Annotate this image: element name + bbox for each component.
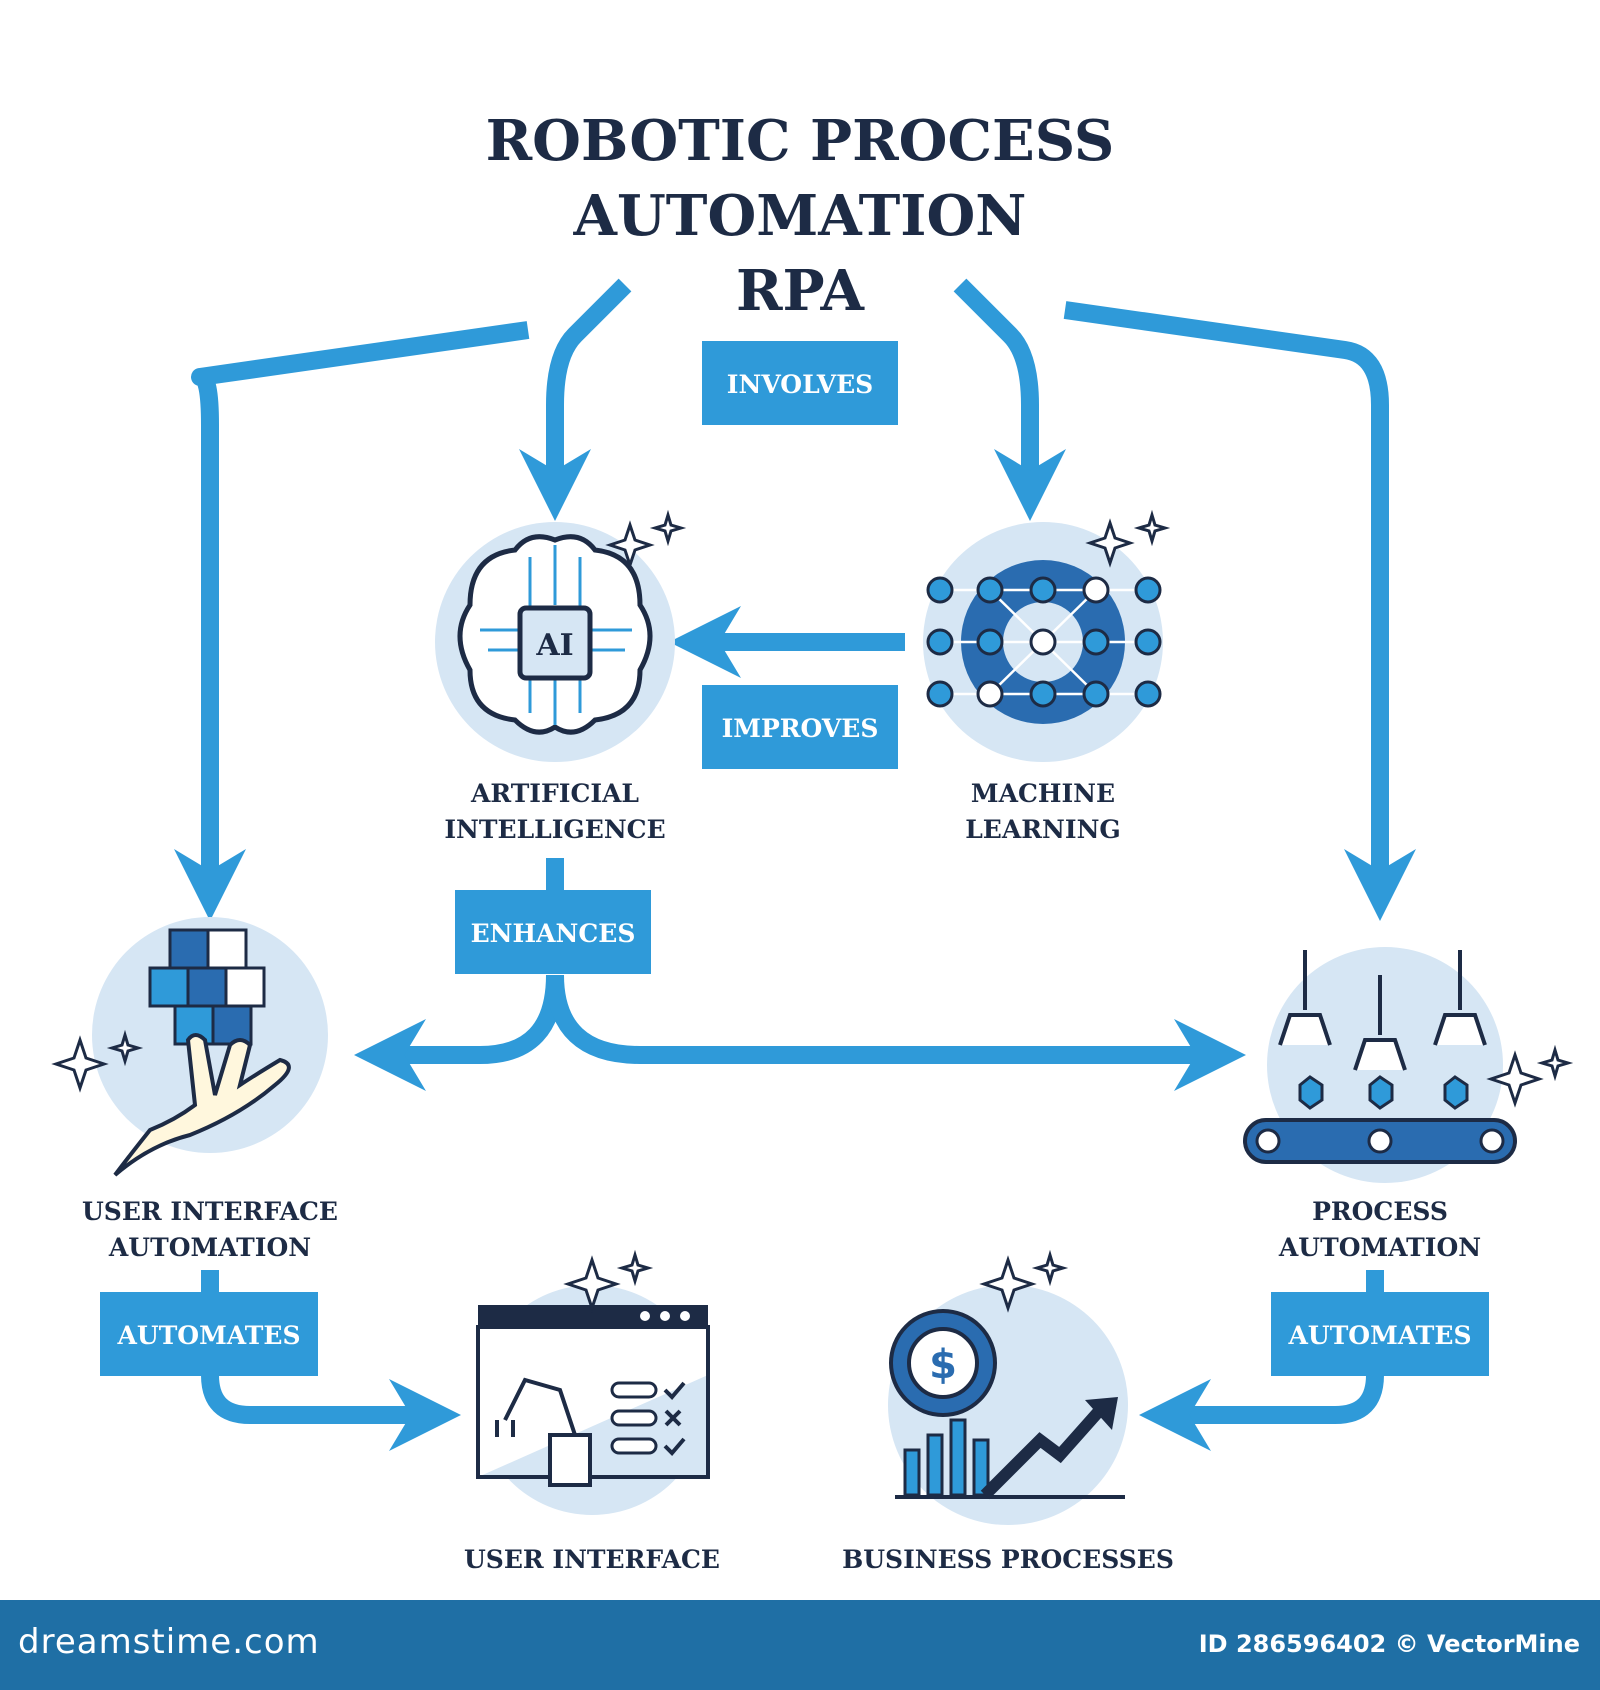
arrow-automates-to-user-interface bbox=[201, 1374, 461, 1451]
diagram-title: ROBOTIC PROCESS AUTOMATION RPA bbox=[486, 108, 1115, 324]
sparkle-icon bbox=[616, 1249, 654, 1287]
footer-brand[interactable]: dreamstime.com bbox=[18, 1622, 320, 1662]
relation-improves: IMPROVES bbox=[702, 685, 898, 769]
user-interface-label: USER INTERFACE bbox=[464, 1545, 720, 1574]
sparkle-icon bbox=[1133, 509, 1171, 547]
ai-chip-text: AI bbox=[535, 628, 573, 663]
ml-label-line-2: LEARNING bbox=[965, 815, 1121, 844]
arrow-enhances-to-process-automation bbox=[546, 974, 1246, 1091]
title-line-2: AUTOMATION bbox=[573, 183, 1027, 249]
automates-left-box bbox=[100, 1292, 318, 1376]
sparkle-icon bbox=[605, 520, 655, 570]
node-artificial-intelligence: AI ARTIFICIAL INTELLIGENCE bbox=[435, 509, 687, 844]
ui-automation-label-line-2: AUTOMATION bbox=[108, 1233, 311, 1262]
involves-box bbox=[702, 341, 898, 425]
process-automation-label-line-1: PROCESS bbox=[1312, 1197, 1448, 1226]
node-machine-learning: MACHINE LEARNING bbox=[923, 509, 1171, 844]
involves-label: INVOLVES bbox=[727, 370, 873, 399]
business-processes-label: BUSINESS PROCESSES bbox=[842, 1545, 1174, 1574]
node-user-interface-automation: USER INTERFACE AUTOMATION bbox=[51, 917, 338, 1262]
robotic-arms-conveyor-icon bbox=[1243, 950, 1517, 1164]
node-business-processes: $ BUSINESS PROCESSES bbox=[842, 1249, 1174, 1574]
arrow-rpa-to-ai bbox=[519, 278, 632, 521]
dollar-gear-growth-chart-icon: $ bbox=[889, 1309, 1125, 1500]
relation-automates-right: AUTOMATES bbox=[1271, 1292, 1489, 1376]
sparkle-icon bbox=[1031, 1249, 1069, 1287]
arrows bbox=[174, 278, 1416, 1451]
automates-right-label: AUTOMATES bbox=[1288, 1321, 1472, 1350]
process-automation-label-line-2: AUTOMATION bbox=[1278, 1233, 1481, 1262]
ui-automation-label-line-1: USER INTERFACE bbox=[82, 1197, 338, 1226]
arrow-enhances-to-ui-automation bbox=[354, 974, 564, 1091]
sparkle-icon bbox=[649, 509, 687, 547]
ml-label-line-1: MACHINE bbox=[971, 779, 1115, 808]
node-user-interface: USER INTERFACE bbox=[464, 1249, 720, 1574]
improves-box bbox=[702, 685, 898, 769]
arrow-automates-to-business-processes bbox=[1139, 1374, 1384, 1451]
neural-network-gear-icon bbox=[926, 560, 1162, 724]
automates-left-label: AUTOMATES bbox=[117, 1321, 301, 1350]
automates-right-box bbox=[1271, 1292, 1489, 1376]
enhances-box bbox=[455, 890, 651, 974]
sparkle-icon bbox=[51, 1035, 109, 1093]
browser-window-robot-icon bbox=[476, 1305, 710, 1487]
hand-cube-icon bbox=[113, 928, 291, 1177]
footer-bar: dreamstime.com ID 286596402 © VectorMine bbox=[0, 1600, 1600, 1690]
dollar-symbol: $ bbox=[929, 1342, 957, 1388]
relation-enhances: ENHANCES bbox=[455, 890, 651, 974]
arrow-rpa-to-ml bbox=[953, 278, 1066, 521]
ai-label-line-2: INTELLIGENCE bbox=[444, 815, 665, 844]
sparkle-icon bbox=[1486, 1050, 1544, 1108]
brain-chip-icon: AI bbox=[457, 534, 653, 735]
footer-image-id: ID 286596402 © VectorMine bbox=[1198, 1630, 1580, 1658]
improves-label: IMPROVES bbox=[722, 714, 879, 743]
ai-label-line-1: ARTIFICIAL bbox=[470, 779, 639, 808]
node-process-automation: PROCESS AUTOMATION bbox=[1243, 947, 1574, 1262]
title-line-3: RPA bbox=[736, 258, 866, 324]
relation-automates-left: AUTOMATES bbox=[100, 1292, 318, 1376]
sparkle-icon bbox=[1085, 518, 1135, 568]
title-line-1: ROBOTIC PROCESS bbox=[486, 108, 1115, 174]
arrow-rpa-to-process-automation bbox=[1063, 301, 1416, 921]
sparkle-icon bbox=[1536, 1044, 1574, 1082]
sparkle-icon bbox=[979, 1255, 1037, 1313]
sparkle-icon bbox=[563, 1255, 621, 1313]
sparkle-icon bbox=[106, 1029, 144, 1067]
relation-involves: INVOLVES bbox=[702, 341, 898, 425]
arrow-rpa-to-ui-automation bbox=[174, 321, 530, 921]
enhances-label: ENHANCES bbox=[471, 919, 636, 948]
